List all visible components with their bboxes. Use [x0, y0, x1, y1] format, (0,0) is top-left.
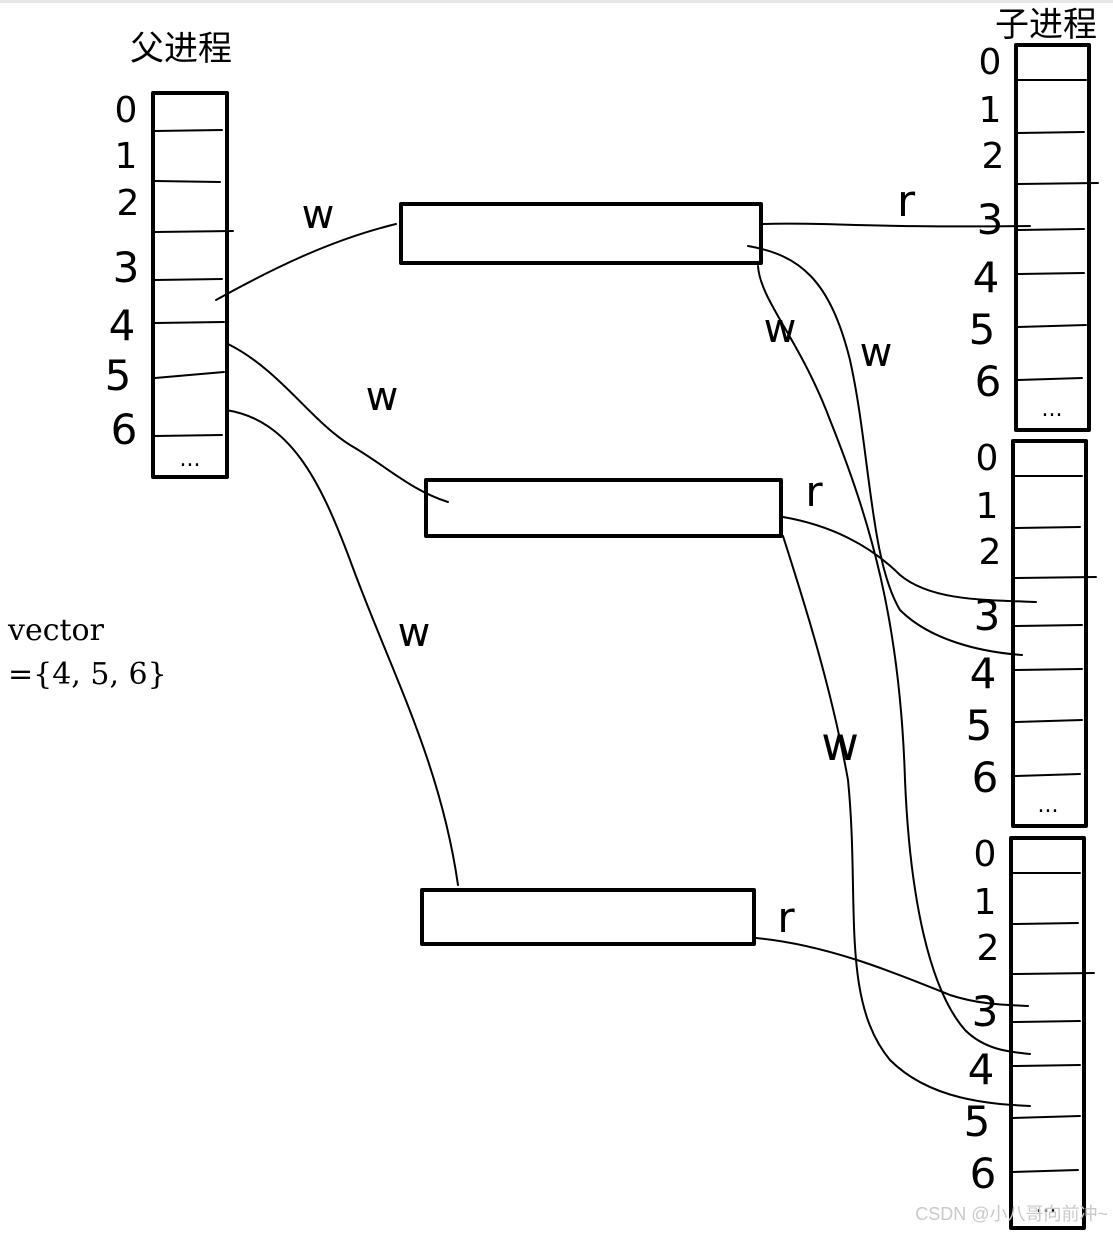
read-line-pipe1-child1	[762, 222, 1031, 228]
child-2-fd-1: 1	[976, 486, 999, 527]
child-3-fd-5: 5	[964, 1097, 991, 1146]
child-2-fd-2: 2	[979, 532, 1002, 573]
child-1-fd-5: 5	[969, 305, 996, 354]
parent-fd-5: 5	[105, 351, 132, 400]
label-w-5: w	[860, 330, 893, 376]
child-1-fd-0: 0	[979, 42, 1002, 83]
pipe-2	[424, 478, 783, 538]
label-w-2: w	[366, 374, 399, 420]
child-3-fd-table: ...	[1009, 836, 1095, 1230]
parent-fd-6: 6	[111, 405, 138, 454]
child-2-fd-labels: 0 1 2 3 4 5 6	[966, 438, 1002, 802]
child-2-fd-0: 0	[976, 438, 999, 479]
child-3-fd-1: 1	[974, 882, 997, 923]
child-1-fd-table: ...	[1014, 43, 1099, 432]
parent-fd-0: 0	[115, 90, 138, 131]
vector-values: ={4, 5, 6}	[8, 657, 167, 692]
parent-fd-2: 2	[117, 183, 140, 224]
child-1-ellipsis: ...	[1042, 397, 1063, 422]
child-2-fd-6: 6	[972, 753, 999, 802]
child-title: 子进程	[995, 5, 1097, 45]
write-line-pipe1-child3	[757, 265, 1031, 1055]
child-3-fd-labels: 0 1 2 3 4 5 6	[964, 834, 1000, 1198]
parent-fd-4: 4	[109, 301, 136, 350]
parent-fd-3: 3	[113, 243, 140, 292]
parent-fd-labels: 0 1 2 3 4 5 6	[105, 90, 140, 454]
parent-ellipsis: ...	[180, 447, 201, 472]
label-w-4: w	[764, 306, 797, 352]
top-border	[0, 0, 1113, 3]
label-r-2: r	[805, 467, 823, 516]
write-line-fd6-pipe3	[225, 409, 459, 886]
child-1-fd-1: 1	[979, 90, 1002, 131]
child-2-fd-5: 5	[966, 701, 993, 750]
vector-label: vector	[7, 613, 105, 648]
watermark: CSDN @小八哥向前冲~	[915, 1204, 1108, 1224]
child-3-fd-0: 0	[974, 834, 997, 875]
child-3-ellipsis: ...	[1036, 1193, 1057, 1218]
pipe-3	[420, 888, 756, 946]
read-line-pipe3-child3	[755, 937, 1029, 1007]
child-3-fd-4: 4	[968, 1045, 995, 1094]
child-1-fd-2: 2	[982, 136, 1005, 177]
parent-fd-table: ...	[151, 91, 234, 479]
child-1-fd-6: 6	[975, 357, 1002, 406]
read-line-pipe2-child2	[782, 516, 1037, 603]
child-1-fd-3: 3	[977, 195, 1004, 244]
write-line-pipe2-child3	[782, 535, 1031, 1107]
parent-fd-1: 1	[115, 136, 138, 177]
write-line-fd4-pipe1	[215, 223, 397, 301]
child-2-fd-table: ...	[1011, 439, 1097, 828]
child-2-fd-4: 4	[970, 649, 997, 698]
child-3-fd-3: 3	[972, 987, 999, 1036]
child-1-fd-4: 4	[973, 253, 1000, 302]
child-3-fd-6: 6	[970, 1149, 997, 1198]
child-3-fd-2: 2	[977, 928, 1000, 969]
child-1-fd-labels: 0 1 2 3 4 5 6	[969, 42, 1005, 406]
parent-title: 父进程	[130, 29, 232, 69]
child-2-ellipsis: ...	[1038, 793, 1059, 818]
label-w-6: w	[821, 717, 859, 771]
label-w-1: w	[302, 192, 335, 238]
label-r-1: r	[897, 176, 916, 227]
write-line-pipe1-child2	[747, 245, 1023, 656]
label-r-3: r	[777, 893, 795, 942]
label-w-3: w	[398, 610, 431, 656]
write-line-fd5-pipe2	[227, 343, 449, 503]
pipe-1	[399, 202, 763, 265]
